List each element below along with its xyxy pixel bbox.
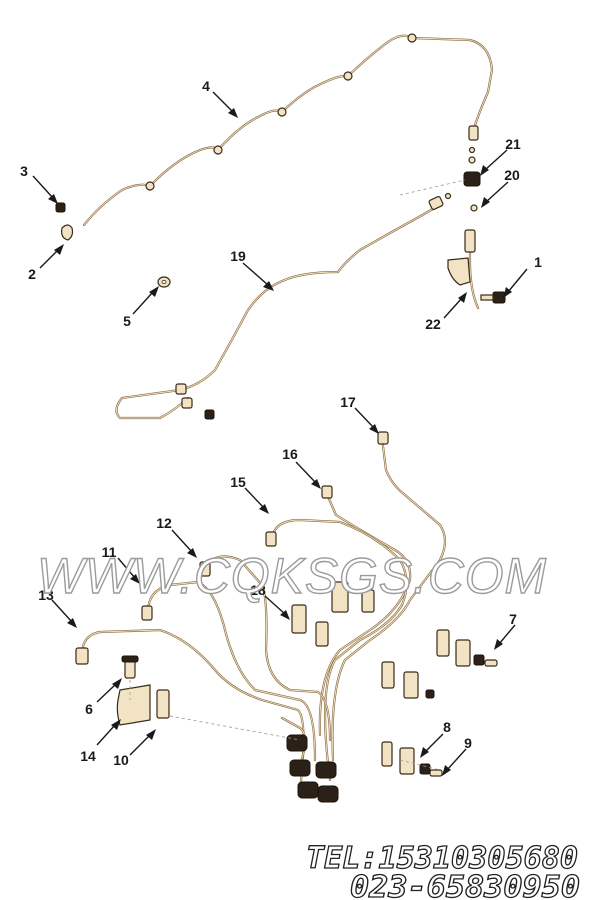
fitting-2 — [61, 224, 74, 241]
callout-14: 14 — [80, 748, 96, 764]
callout-11: 11 — [102, 544, 117, 560]
callout-3: 3 — [20, 163, 28, 179]
callout-7: 7 — [509, 611, 517, 627]
callout-17: 17 — [340, 394, 356, 410]
clamp-brackets — [291, 581, 471, 775]
contact-landline: 023-65830950 — [350, 870, 580, 900]
fuel-return-line-4 — [82, 33, 494, 227]
callout-6: 6 — [85, 701, 93, 717]
callout-5: 5 — [123, 313, 131, 329]
watermark-text: WWW.CQKSGS.COM — [37, 548, 547, 604]
callout-1: 1 — [534, 254, 542, 270]
callout-13: 13 — [38, 587, 54, 603]
contact-phone: TEL:15310305680 — [306, 841, 578, 876]
callout-12: 12 — [156, 515, 172, 531]
tee-fitting-21 — [463, 146, 481, 187]
washer-5 — [157, 276, 171, 288]
callout-22: 22 — [425, 316, 441, 332]
fuel-line-19 — [115, 195, 444, 420]
dashed-guides — [129, 179, 466, 771]
bracket-line-22 — [447, 229, 480, 310]
callout-2: 2 — [28, 266, 36, 282]
callout-4: 4 — [202, 78, 210, 94]
callout-20: 20 — [504, 167, 520, 183]
injector-lines — [80, 436, 447, 792]
nozzle-nuts — [286, 734, 339, 803]
callout-16: 16 — [282, 446, 298, 462]
callout-21: 21 — [505, 136, 521, 152]
line-end-fittings — [75, 431, 389, 665]
callout-10: 10 — [113, 752, 129, 768]
banjo-bolt-3 — [55, 202, 66, 213]
callout-arrows — [32, 91, 528, 776]
connector-20 — [444, 192, 478, 212]
callout-8: 8 — [443, 719, 451, 735]
bolts-6-7-9 — [121, 654, 498, 777]
bolt-1 — [480, 291, 506, 304]
bracket-14 — [116, 684, 151, 726]
callout-9: 9 — [464, 735, 472, 751]
callout-19: 19 — [230, 248, 246, 264]
clamp-10 — [156, 689, 170, 719]
callout-18: 18 — [250, 582, 266, 598]
callout-numbers: 1 2 3 4 5 6 7 8 9 10 11 12 13 14 15 16 1… — [20, 78, 542, 768]
callout-15: 15 — [230, 474, 246, 490]
